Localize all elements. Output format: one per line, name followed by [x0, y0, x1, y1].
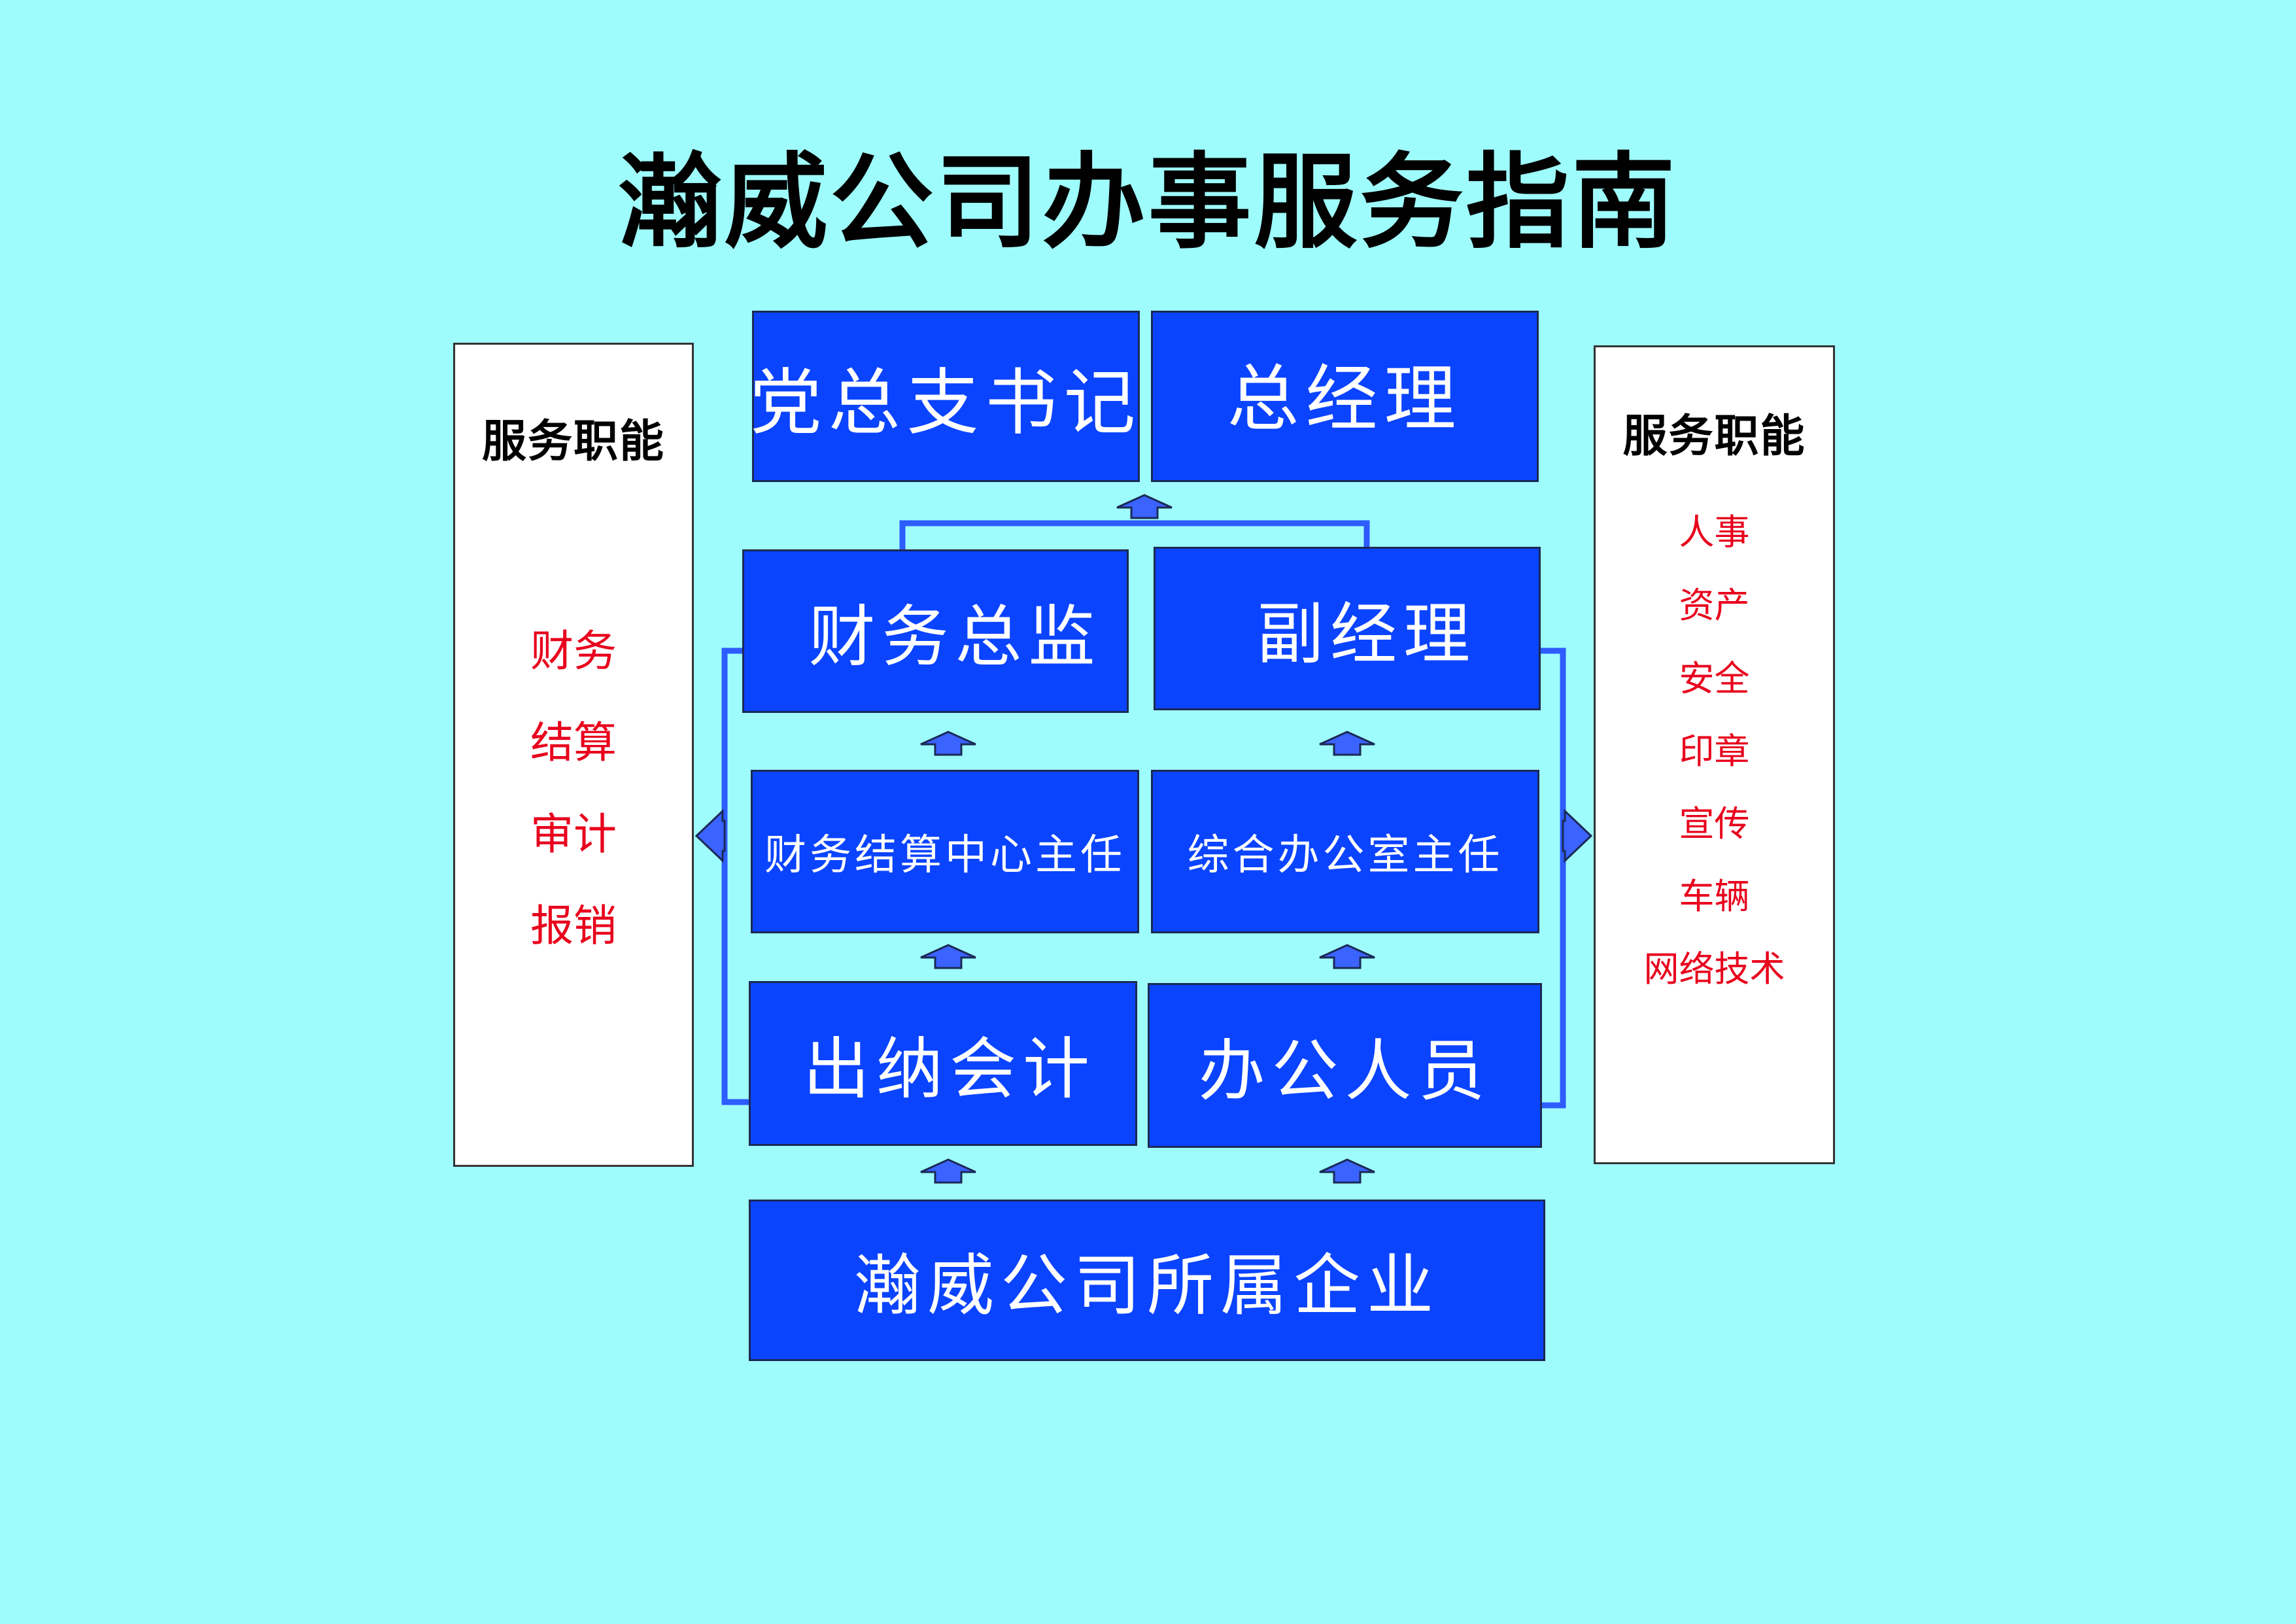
- office-staff-box: 办公人员: [1148, 983, 1542, 1148]
- left-panel-item: 财务: [530, 626, 617, 676]
- office-head-box: 综合办公室主任: [1151, 770, 1539, 933]
- right-panel-item: 人事: [1679, 511, 1750, 553]
- left-panel-item: 结算: [530, 717, 617, 768]
- up-arrow-to-settlement-center: [920, 944, 976, 969]
- right-loop-line: [1540, 648, 1566, 1109]
- up-arrow-to-office-staff: [1319, 1158, 1375, 1184]
- affiliated-enterprises-box: 瀚威公司所属企业: [749, 1200, 1545, 1361]
- up-arrow-to-office-head: [1319, 944, 1375, 969]
- up-arrow-to-top: [1116, 494, 1173, 519]
- page-title: 瀚威公司办事服务指南: [618, 143, 1678, 263]
- right-panel-item: 印章: [1679, 731, 1750, 772]
- up-arrow-to-cashier: [920, 1158, 976, 1184]
- right-pointing-arrow: [1562, 808, 1593, 863]
- right-panel-item: 资产: [1679, 585, 1750, 626]
- right-panel-item: 宣传: [1679, 803, 1750, 844]
- right-service-panel: 服务职能 人事 资产 安全 印章 宣传 车辆 网络技术: [1594, 345, 1835, 1164]
- top-bracket-line: [899, 520, 1370, 551]
- left-panel-item: 审计: [530, 809, 617, 859]
- cashier-accountant-box: 出纳会计: [749, 981, 1137, 1146]
- left-pointing-arrow: [694, 808, 726, 863]
- right-panel-item: 网络技术: [1643, 948, 1785, 990]
- left-loop-line: [721, 648, 749, 1105]
- left-panel-heading: 服务职能: [481, 416, 665, 468]
- party-secretary-box: 党总支书记: [750, 311, 1140, 482]
- settlement-center-head-box: 财务结算中心主任: [751, 770, 1139, 933]
- up-arrow-to-deputy-manager: [1319, 731, 1375, 756]
- right-panel-item: 车辆: [1679, 876, 1750, 917]
- up-arrow-to-finance-director: [920, 731, 976, 756]
- finance-director-box: 财务总监: [742, 549, 1129, 713]
- left-panel-item: 报销: [530, 901, 617, 951]
- left-service-panel: 服务职能 财务 结算 审计 报销: [453, 343, 694, 1167]
- general-manager-box: 总经理: [1151, 311, 1539, 482]
- deputy-manager-box: 副经理: [1154, 547, 1541, 710]
- right-panel-item: 安全: [1679, 658, 1750, 699]
- right-panel-heading: 服务职能: [1622, 411, 1806, 462]
